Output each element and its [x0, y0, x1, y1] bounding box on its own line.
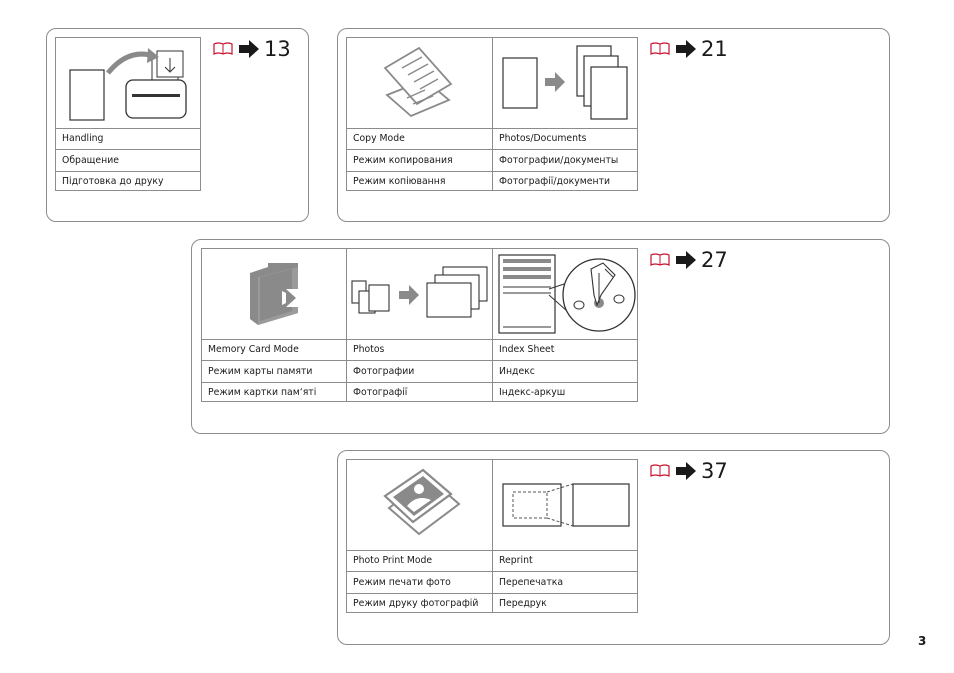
- photos-print-icon: [347, 249, 492, 340]
- label-en: Photo Print Mode: [347, 550, 492, 572]
- label-ru: Перепечатка: [493, 572, 637, 594]
- label-uk: Підготовка до друку: [62, 176, 164, 187]
- label-en: Handling: [56, 128, 200, 150]
- reprint-icon: [493, 460, 637, 551]
- tile-handling[interactable]: Handling Обращение Підготовка до друку: [55, 37, 201, 191]
- label-uk: Передрук: [499, 598, 547, 609]
- label-en: Reprint: [493, 550, 637, 572]
- label-uk: Індекс-аркуш: [499, 387, 566, 398]
- photo-print-mode-icon: [347, 460, 492, 551]
- label-en: Index Sheet: [493, 339, 637, 361]
- book-icon: [650, 42, 670, 55]
- index-sheet-icon: [493, 249, 637, 340]
- tile-photos-documents[interactable]: Photos/Documents Фотографии/документы Фо…: [492, 37, 638, 191]
- printer-paper-load-icon: [56, 38, 200, 129]
- page-ref-number: 27: [701, 248, 728, 272]
- arrow-right-icon: [676, 251, 696, 269]
- tile-reprint[interactable]: Reprint Перепечатка Передрук: [492, 459, 638, 613]
- label-uk: Фотографії/документи: [499, 176, 611, 187]
- label-ru: Индекс: [493, 361, 637, 383]
- copy-mode-icon: [347, 38, 492, 129]
- label-uk: Режим копіювання: [353, 176, 446, 187]
- tile-index-sheet[interactable]: Index Sheet Индекс Індекс-аркуш: [492, 248, 638, 402]
- label-en: Photos/Documents: [493, 128, 637, 150]
- tile-copy-mode[interactable]: Copy Mode Режим копирования Режим копіюв…: [346, 37, 493, 191]
- label-en: Photos: [347, 339, 492, 361]
- tile-memory-card-mode[interactable]: Memory Card Mode Режим карты памяти Режи…: [201, 248, 347, 402]
- page-number: 3: [918, 634, 927, 648]
- label-uk: Режим друку фотографій: [353, 598, 479, 609]
- arrow-right-icon: [239, 40, 259, 58]
- arrow-right-icon: [676, 462, 696, 480]
- tile-photos[interactable]: Photos Фотографии Фотографії: [346, 248, 493, 402]
- arrow-right-icon: [676, 40, 696, 58]
- book-icon: [650, 253, 670, 266]
- label-ru: Фотографии/документы: [493, 150, 637, 172]
- photos-documents-copy-icon: [493, 38, 637, 129]
- page-reference[interactable]: 37: [650, 458, 728, 484]
- label-ru: Режим копирования: [347, 150, 492, 172]
- book-icon: [213, 42, 233, 55]
- label-ru: Режим печати фото: [347, 572, 492, 594]
- book-icon: [650, 464, 670, 477]
- page-ref-number: 37: [701, 459, 728, 483]
- page-reference[interactable]: 21: [650, 36, 728, 62]
- label-uk: Фотографії: [353, 387, 408, 398]
- tile-photo-print-mode[interactable]: Photo Print Mode Режим печати фото Режим…: [346, 459, 493, 613]
- page-ref-number: 21: [701, 37, 728, 61]
- page-reference[interactable]: 13: [213, 36, 291, 62]
- page-ref-number: 13: [264, 37, 291, 61]
- label-ru: Обращение: [56, 150, 200, 172]
- label-ru: Фотографии: [347, 361, 492, 383]
- page-reference[interactable]: 27: [650, 247, 728, 273]
- label-en: Memory Card Mode: [202, 339, 346, 361]
- label-uk: Режим картки пам‘яті: [208, 387, 317, 398]
- memory-card-icon: [202, 249, 346, 340]
- label-ru: Режим карты памяти: [202, 361, 346, 383]
- label-en: Copy Mode: [347, 128, 492, 150]
